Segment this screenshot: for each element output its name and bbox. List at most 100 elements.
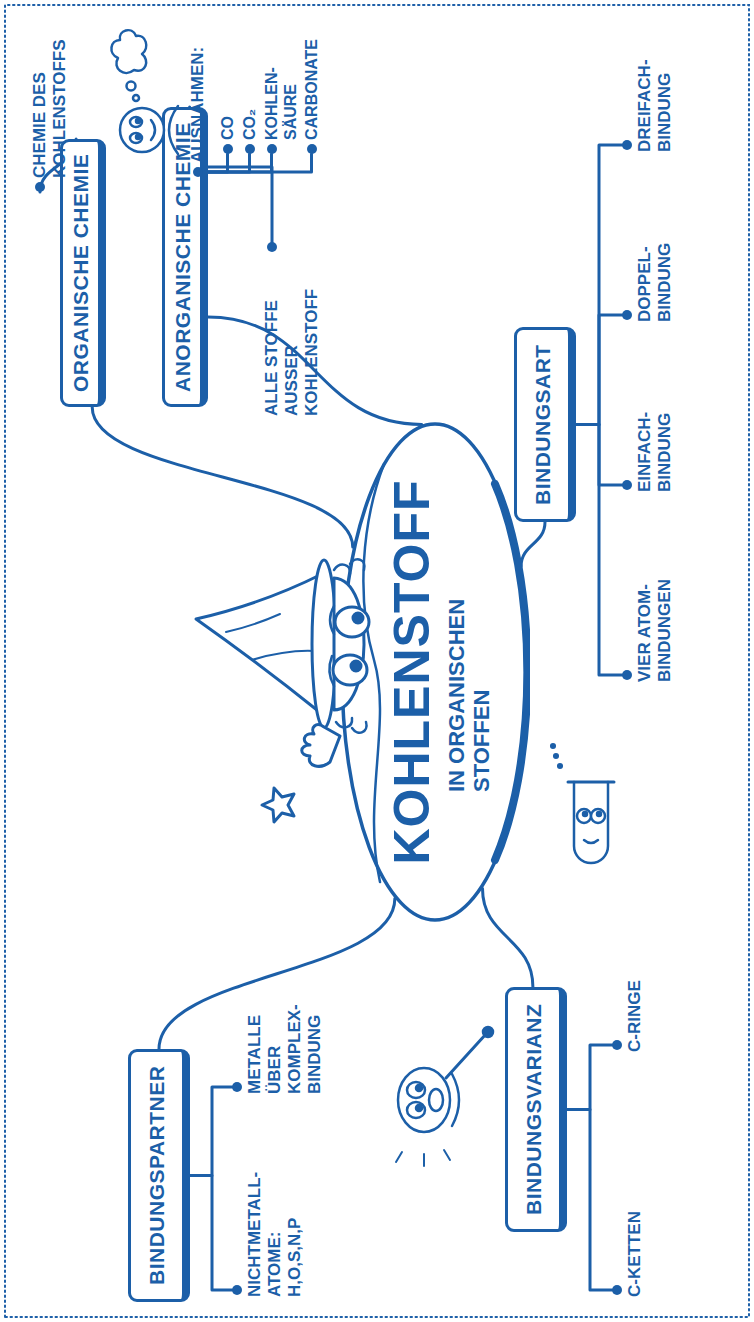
thermometer-figure	[396, 1027, 493, 1166]
branch-line	[521, 522, 545, 566]
branch-line	[190, 1087, 232, 1176]
thinking-figure-part	[136, 135, 140, 139]
bullet-dot	[612, 1040, 622, 1050]
leaf-label: CHEMIE DES KOHLENSTOFFS	[30, 8, 70, 178]
bullet-dot	[232, 1285, 242, 1295]
wizard-figure-part	[351, 661, 361, 671]
cauldron-base	[495, 484, 527, 860]
bullet-dot	[612, 1285, 622, 1295]
wizard-figure	[196, 559, 369, 822]
thinking-figure-part	[120, 108, 164, 152]
branch-line	[208, 167, 272, 242]
branch-line	[208, 154, 250, 172]
branch-line	[576, 425, 622, 676]
leaf-label: CO	[218, 116, 237, 140]
thinking-figure-part	[136, 119, 140, 123]
bullet-dot	[622, 140, 632, 150]
branch-line	[159, 899, 395, 1049]
bullet-dot	[35, 182, 45, 192]
leaf-item: DOPPEL- BINDUNG	[622, 243, 675, 322]
leaf-item: EINFACH- BINDUNG	[622, 412, 675, 492]
leaf-item: CO	[218, 116, 237, 154]
bullet-dot	[622, 310, 632, 320]
leaf-item: NICHTMETALL- ATOME: H,O,S,N,P	[232, 1172, 305, 1297]
test-tube-figure-part	[554, 754, 558, 758]
topic-label: ORGANISCHE CHEMIE	[69, 154, 92, 392]
test-tube-figure-part	[591, 809, 605, 823]
branch-line	[190, 1176, 232, 1291]
wizard-figure-part	[196, 574, 322, 714]
leaf-label: NICHTMETALL- ATOME: H,O,S,N,P	[245, 1172, 305, 1297]
leaf-label: CO₂	[240, 109, 259, 140]
test-tube-figure-part	[584, 840, 598, 843]
leaf-item: VIER ATOM- BINDUNGEN	[622, 532, 675, 682]
bullet-dot	[622, 480, 632, 490]
branch-line	[576, 145, 622, 425]
wizard-figure-part	[252, 651, 314, 660]
thinking-figure-part	[133, 95, 139, 101]
central-title: KOHLENSTOFF	[384, 422, 440, 922]
leaf-item: CARBONATE	[302, 39, 321, 154]
leaf-label: CARBONATE	[302, 39, 321, 140]
wizard-figure-part	[329, 606, 334, 686]
test-tube-figure-part	[577, 809, 591, 823]
branch-line	[208, 154, 228, 172]
wizard-figure-part	[334, 559, 367, 732]
thermometer-figure-part	[396, 1150, 450, 1166]
branch-line	[208, 154, 272, 172]
bullet-dot	[193, 167, 203, 177]
leaf-label: DOPPEL- BINDUNG	[635, 243, 675, 322]
leaf-label: C-KETTEN	[625, 1211, 645, 1297]
test-tube-figure-part	[574, 782, 608, 863]
thermometer-figure-part	[483, 1027, 493, 1037]
thinking-figure-part	[127, 82, 136, 91]
bullet-dot	[267, 242, 277, 252]
wizard-figure-part	[335, 607, 369, 637]
bullet-dot	[223, 144, 233, 154]
thermometer-figure-part	[407, 1102, 425, 1118]
leaf-item: CHEMIE DES KOHLENSTOFFS	[30, 8, 70, 192]
leaf-label: DREIFACH- BINDUNG	[635, 59, 675, 152]
test-tube-figure	[551, 744, 614, 863]
leaf-item: CO₂	[240, 109, 259, 154]
wizard-figure-part	[302, 725, 340, 767]
thermometer-figure-part	[446, 1034, 486, 1078]
topic-box: BINDUNGSPARTNER	[128, 1049, 190, 1302]
wizard-figure-part	[262, 788, 294, 822]
thinking-figure-part	[111, 30, 146, 73]
topic-box: BINDUNGSVARIANZ	[505, 987, 567, 1232]
thermometer-figure-part	[398, 1068, 450, 1132]
bullet-dot	[267, 144, 277, 154]
thermometer-figure-part	[416, 1105, 422, 1111]
topic-label: BINDUNGSVARIANZ	[522, 1004, 545, 1215]
topic-box: ORGANISCHE CHEMIE	[60, 139, 106, 407]
test-tube-figure-part	[583, 812, 587, 816]
thinking-figure-part	[130, 133, 142, 143]
test-tube-figure-part	[551, 744, 555, 748]
branch-line	[92, 407, 353, 547]
thermometer-figure-part	[429, 1089, 443, 1111]
thermometer-figure-part	[407, 1082, 425, 1098]
leaf-label: VIER ATOM- BINDUNGEN	[635, 532, 675, 682]
bullet-dot	[245, 144, 255, 154]
thinking-figure-part	[151, 120, 155, 140]
branch-line	[483, 889, 533, 987]
bullet-dot	[232, 1082, 242, 1092]
central-subtitle: IN ORGANISCHEN STOFFEN	[444, 552, 494, 792]
wizard-figure-part	[334, 578, 364, 710]
bullet-dot	[622, 670, 632, 680]
leaf-label: KOHLEN- SÄURE	[262, 67, 300, 140]
leaf-label: EINFACH- BINDUNG	[635, 412, 675, 492]
topic-label: BINDUNGSART	[531, 344, 554, 505]
dotted-border	[5, 5, 749, 1317]
leaf-item: ALLE STOFFE AUSSER KOHLENSTOFF	[262, 242, 322, 416]
topic-label: BINDUNGSPARTNER	[145, 1066, 168, 1285]
thermometer-figure-part	[416, 1085, 422, 1091]
wizard-figure-part	[333, 655, 367, 685]
leaf-label: C-RINGE	[625, 980, 645, 1052]
topic-box: BINDUNGSART	[514, 327, 576, 522]
leaf-item: DREIFACH- BINDUNG	[622, 59, 675, 152]
leaf-item: AUSNAHMEN:	[188, 47, 208, 177]
branch-line	[208, 154, 312, 172]
